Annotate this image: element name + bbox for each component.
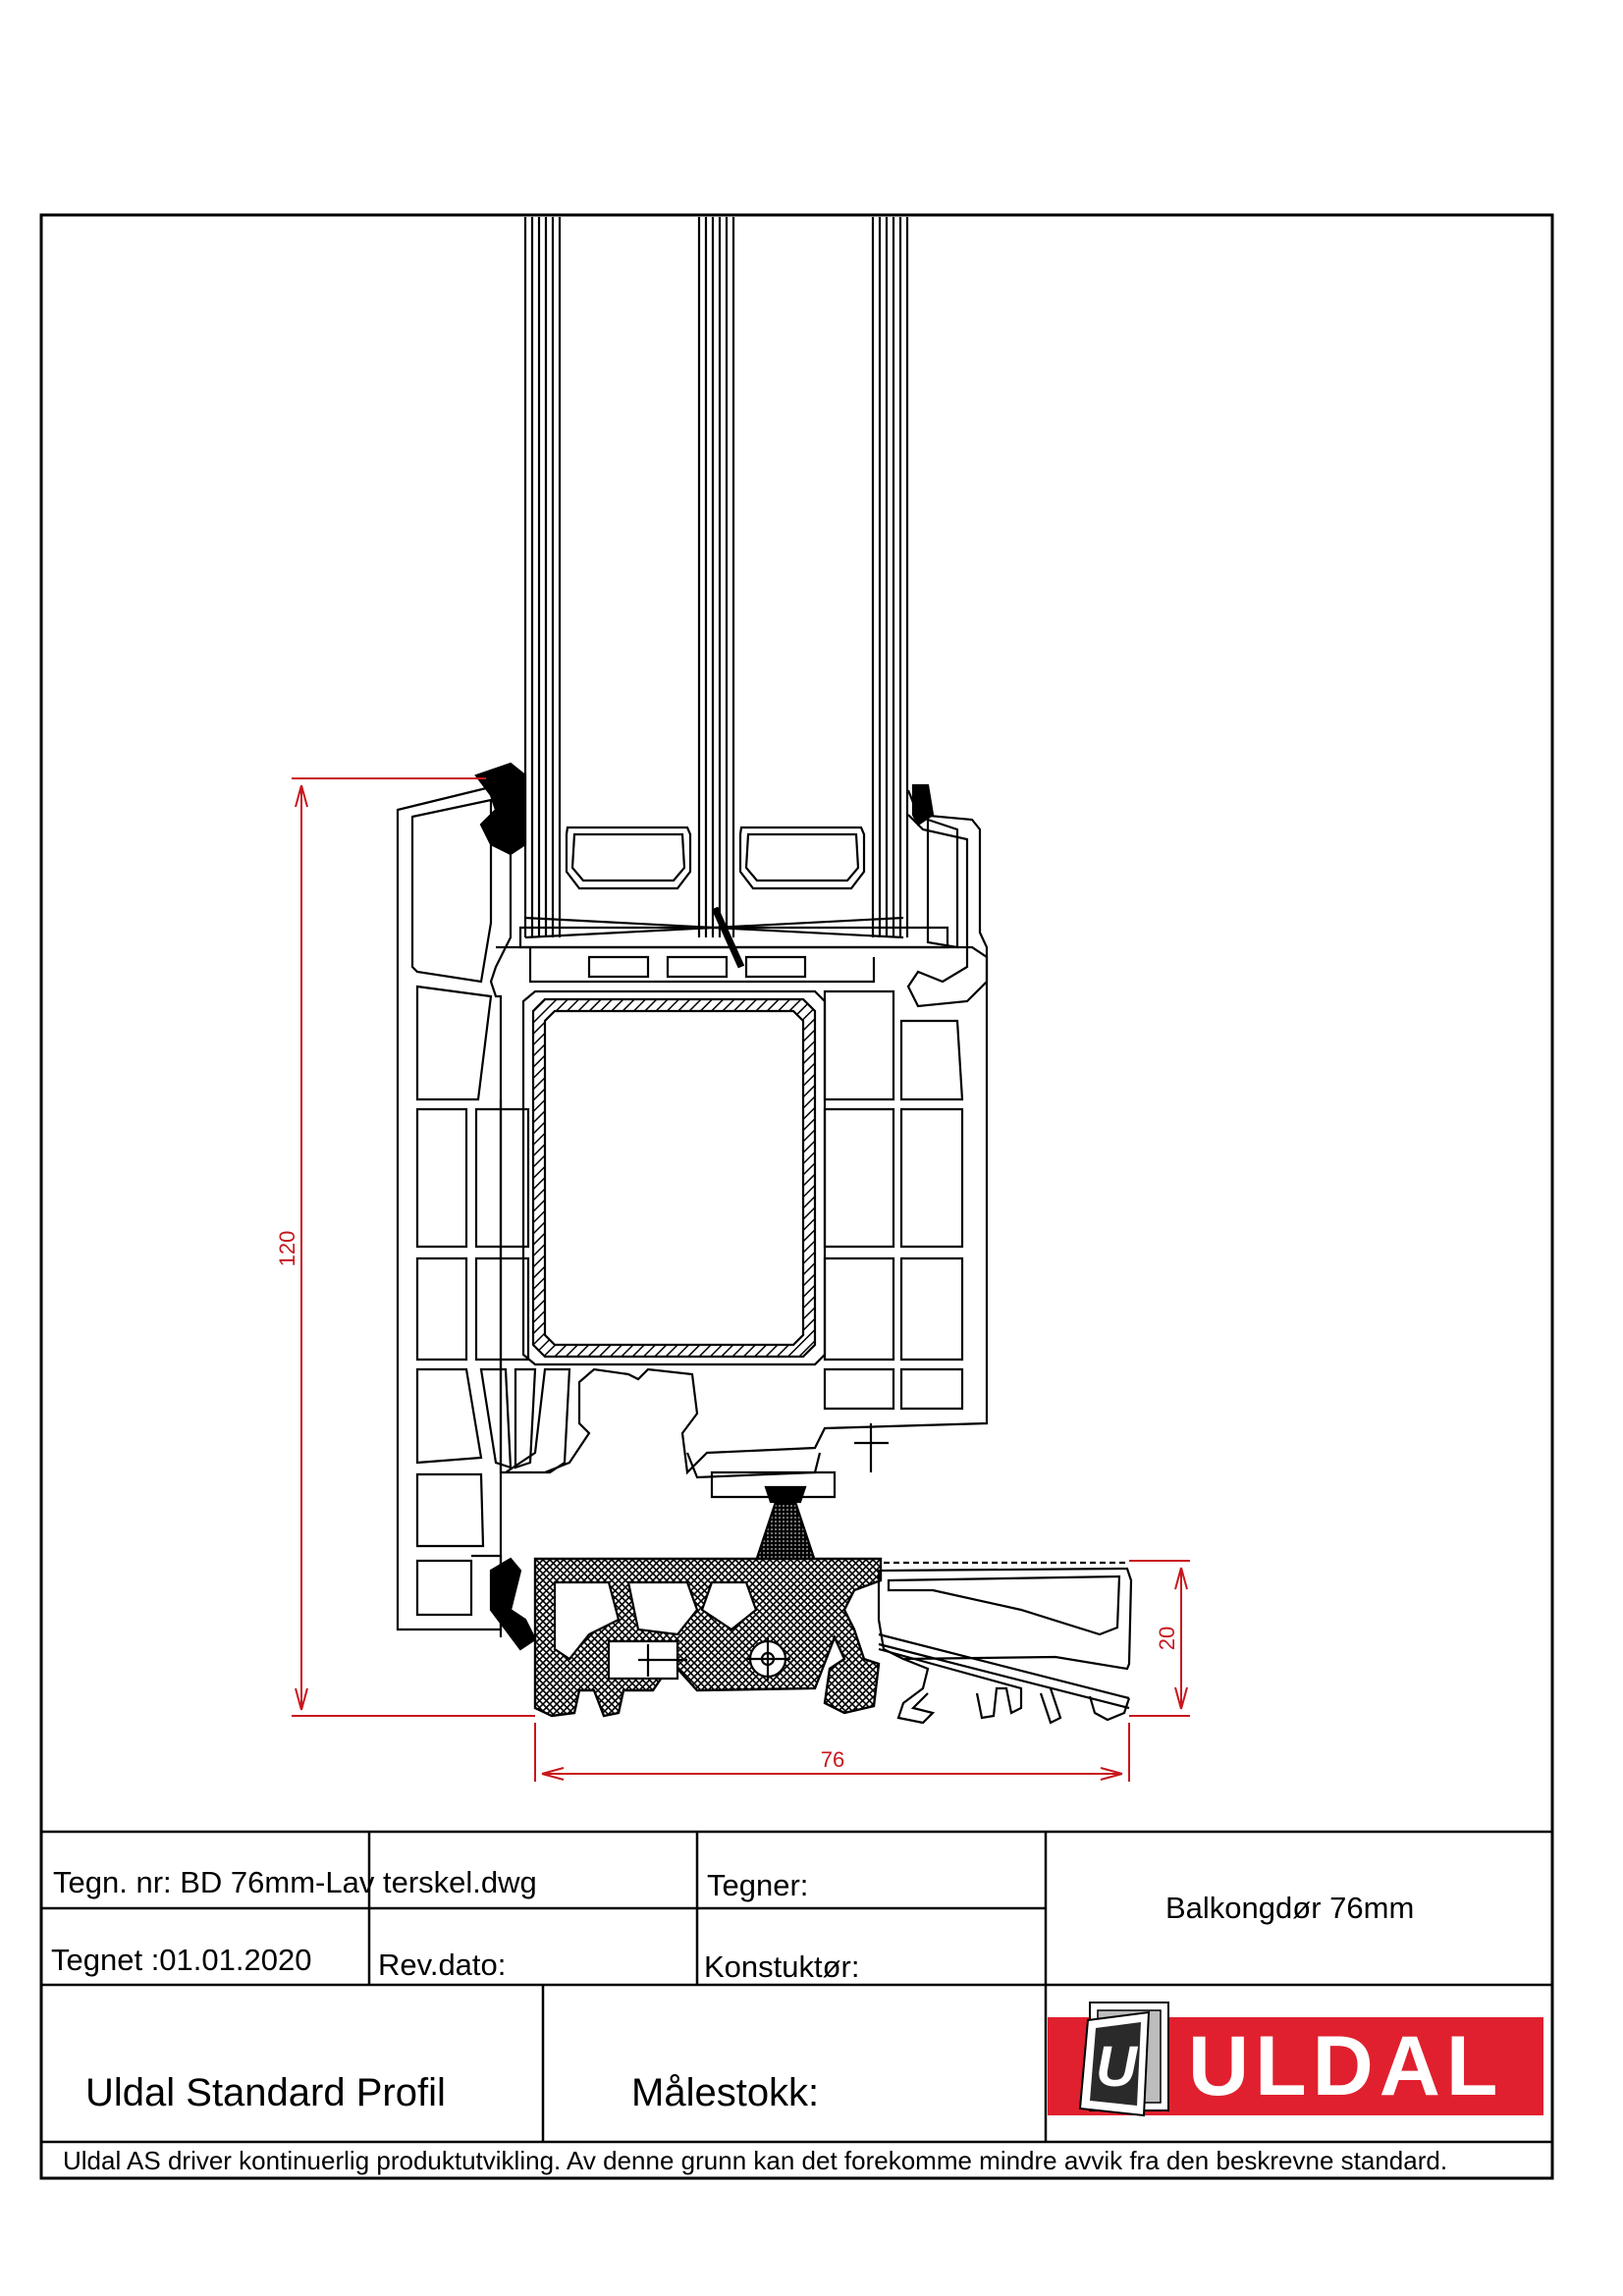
glazing-bead-right [906,789,989,1008]
glass-spacers [565,826,866,890]
uldal-logo: U [1048,2002,1543,2117]
dimension-width-label: 76 [821,1747,844,1772]
scale-label: Målestokk: [631,2071,820,2114]
glass-panes [523,217,909,937]
revision-date-label: Rev.dato: [378,1948,507,1982]
logo-window-icon: U [1078,2002,1169,2117]
logo-wordmark: ULDAL [1188,2019,1504,2113]
drawn-by-label: Tegner: [707,1868,809,1902]
dimension-height-label: 120 [275,1231,299,1267]
drawn-date: Tegnet :01.01.2020 [51,1943,312,1977]
profile-section-drawing [396,217,1133,1725]
svg-text:U: U [1096,2035,1139,2099]
constructor-label: Konstuktør: [704,1949,860,1984]
brush-seal [754,1500,817,1563]
disclaimer-text: Uldal AS driver kontinuerlig produktutvi… [63,2146,1448,2175]
dimension-threshold-label: 20 [1155,1627,1179,1650]
drawing-number: Tegn. nr: BD 76mm-Lav terskel.dwg [53,1865,537,1899]
profile-name: Uldal Standard Profil [85,2071,446,2114]
drawing-border [39,213,1554,2180]
dimension-lines [292,777,1190,1782]
sash-profile [396,783,513,1631]
title-block [41,1830,1552,2144]
product-title: Balkongdør 76mm [1165,1891,1415,1925]
